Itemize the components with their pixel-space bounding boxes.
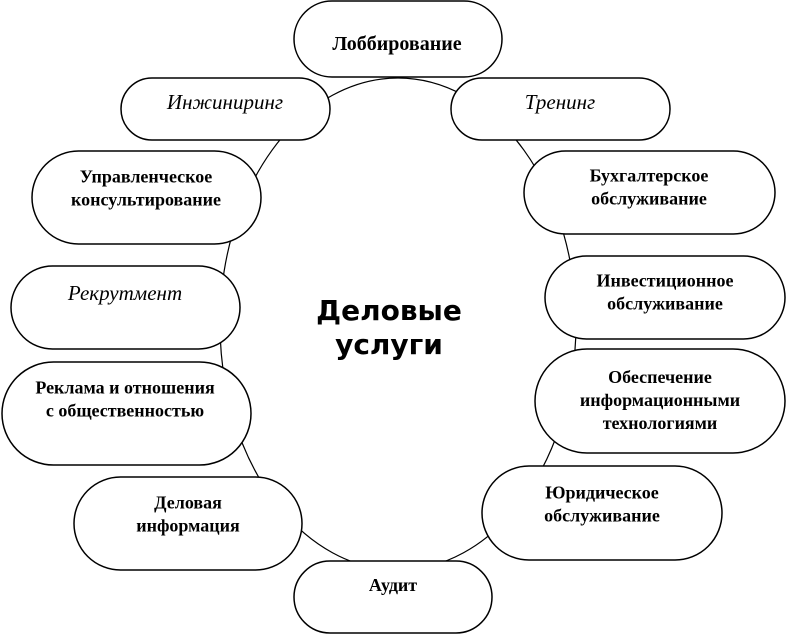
service-label-line: Обеспечение	[608, 367, 712, 387]
service-label-line: консультирование	[71, 190, 221, 210]
service-pill-shape	[1, 361, 252, 466]
service-training: Тренинг	[450, 77, 671, 141]
service-management-consulting: Управленческое консультирование	[31, 150, 262, 245]
service-label: Управленческое консультирование	[71, 167, 221, 210]
service-label-line: Инвестиционное	[597, 271, 734, 291]
service-label-line: Реклама и отношения	[35, 378, 215, 398]
service-pill-shape	[481, 465, 723, 561]
service-label-line: Деловая	[154, 493, 222, 513]
service-lobbying: Лоббирование	[293, 0, 503, 78]
service-label-line: с общественностью	[46, 401, 205, 421]
service-label-line: обслуживание	[591, 189, 707, 209]
service-label-line: обслуживание	[607, 294, 723, 314]
service-pill-shape	[293, 560, 493, 634]
service-label: Обеспечение информационными технологиями	[580, 367, 740, 433]
center-label-line: услуги	[335, 328, 443, 361]
service-label-line: информация	[136, 516, 240, 536]
service-label-line: технологиями	[603, 413, 718, 433]
service-label-line: Тренинг	[525, 90, 596, 114]
service-accounting: Бухгалтерское обслуживание	[523, 150, 776, 235]
service-label-line: Инжиниринг	[166, 90, 283, 114]
service-pill-shape	[120, 77, 331, 141]
service-label: Бухгалтерское обслуживание	[590, 166, 709, 209]
service-label: Рекрутмент	[67, 281, 182, 305]
service-label: Лоббирование	[332, 33, 461, 55]
service-label: Юридическое обслуживание	[544, 483, 660, 526]
center-label-line: Деловые	[316, 294, 462, 327]
service-pill-shape	[31, 150, 262, 245]
service-label: Аудит	[369, 575, 417, 595]
service-label-line: Юридическое	[545, 483, 659, 503]
service-investment: Инвестиционное обслуживание	[544, 255, 786, 340]
service-audit: Аудит	[293, 560, 493, 634]
service-label-line: Бухгалтерское	[590, 166, 709, 186]
service-label: Инжиниринг	[166, 90, 283, 114]
service-label: Деловая информация	[136, 493, 240, 536]
service-pill-shape	[534, 348, 786, 454]
service-pill-shape	[523, 150, 776, 235]
service-label-line: Управленческое	[80, 167, 213, 187]
service-pill-shape	[450, 77, 671, 141]
service-label-line: Лоббирование	[332, 33, 461, 55]
service-label-line: информационными	[580, 390, 740, 410]
service-business-info: Деловая информация	[73, 476, 303, 571]
service-pill-shape	[293, 0, 503, 78]
service-label: Реклама и отношения с общественностью	[35, 378, 215, 421]
service-recruitment: Рекрутмент	[10, 265, 241, 350]
service-legal: Юридическое обслуживание	[481, 465, 723, 561]
service-label: Инвестиционное обслуживание	[597, 271, 734, 314]
service-pill-shape	[10, 265, 241, 350]
service-pill-shape	[73, 476, 303, 571]
service-engineering: Инжиниринг	[120, 77, 331, 141]
service-label-line: обслуживание	[544, 506, 660, 526]
service-it: Обеспечение информационными технологиями	[534, 348, 786, 454]
service-label-line: Рекрутмент	[67, 281, 182, 305]
service-label: Тренинг	[525, 90, 596, 114]
service-pill-shape	[544, 255, 786, 340]
service-label-line: Аудит	[369, 575, 417, 595]
service-pr: Реклама и отношения с общественностью	[1, 361, 252, 466]
